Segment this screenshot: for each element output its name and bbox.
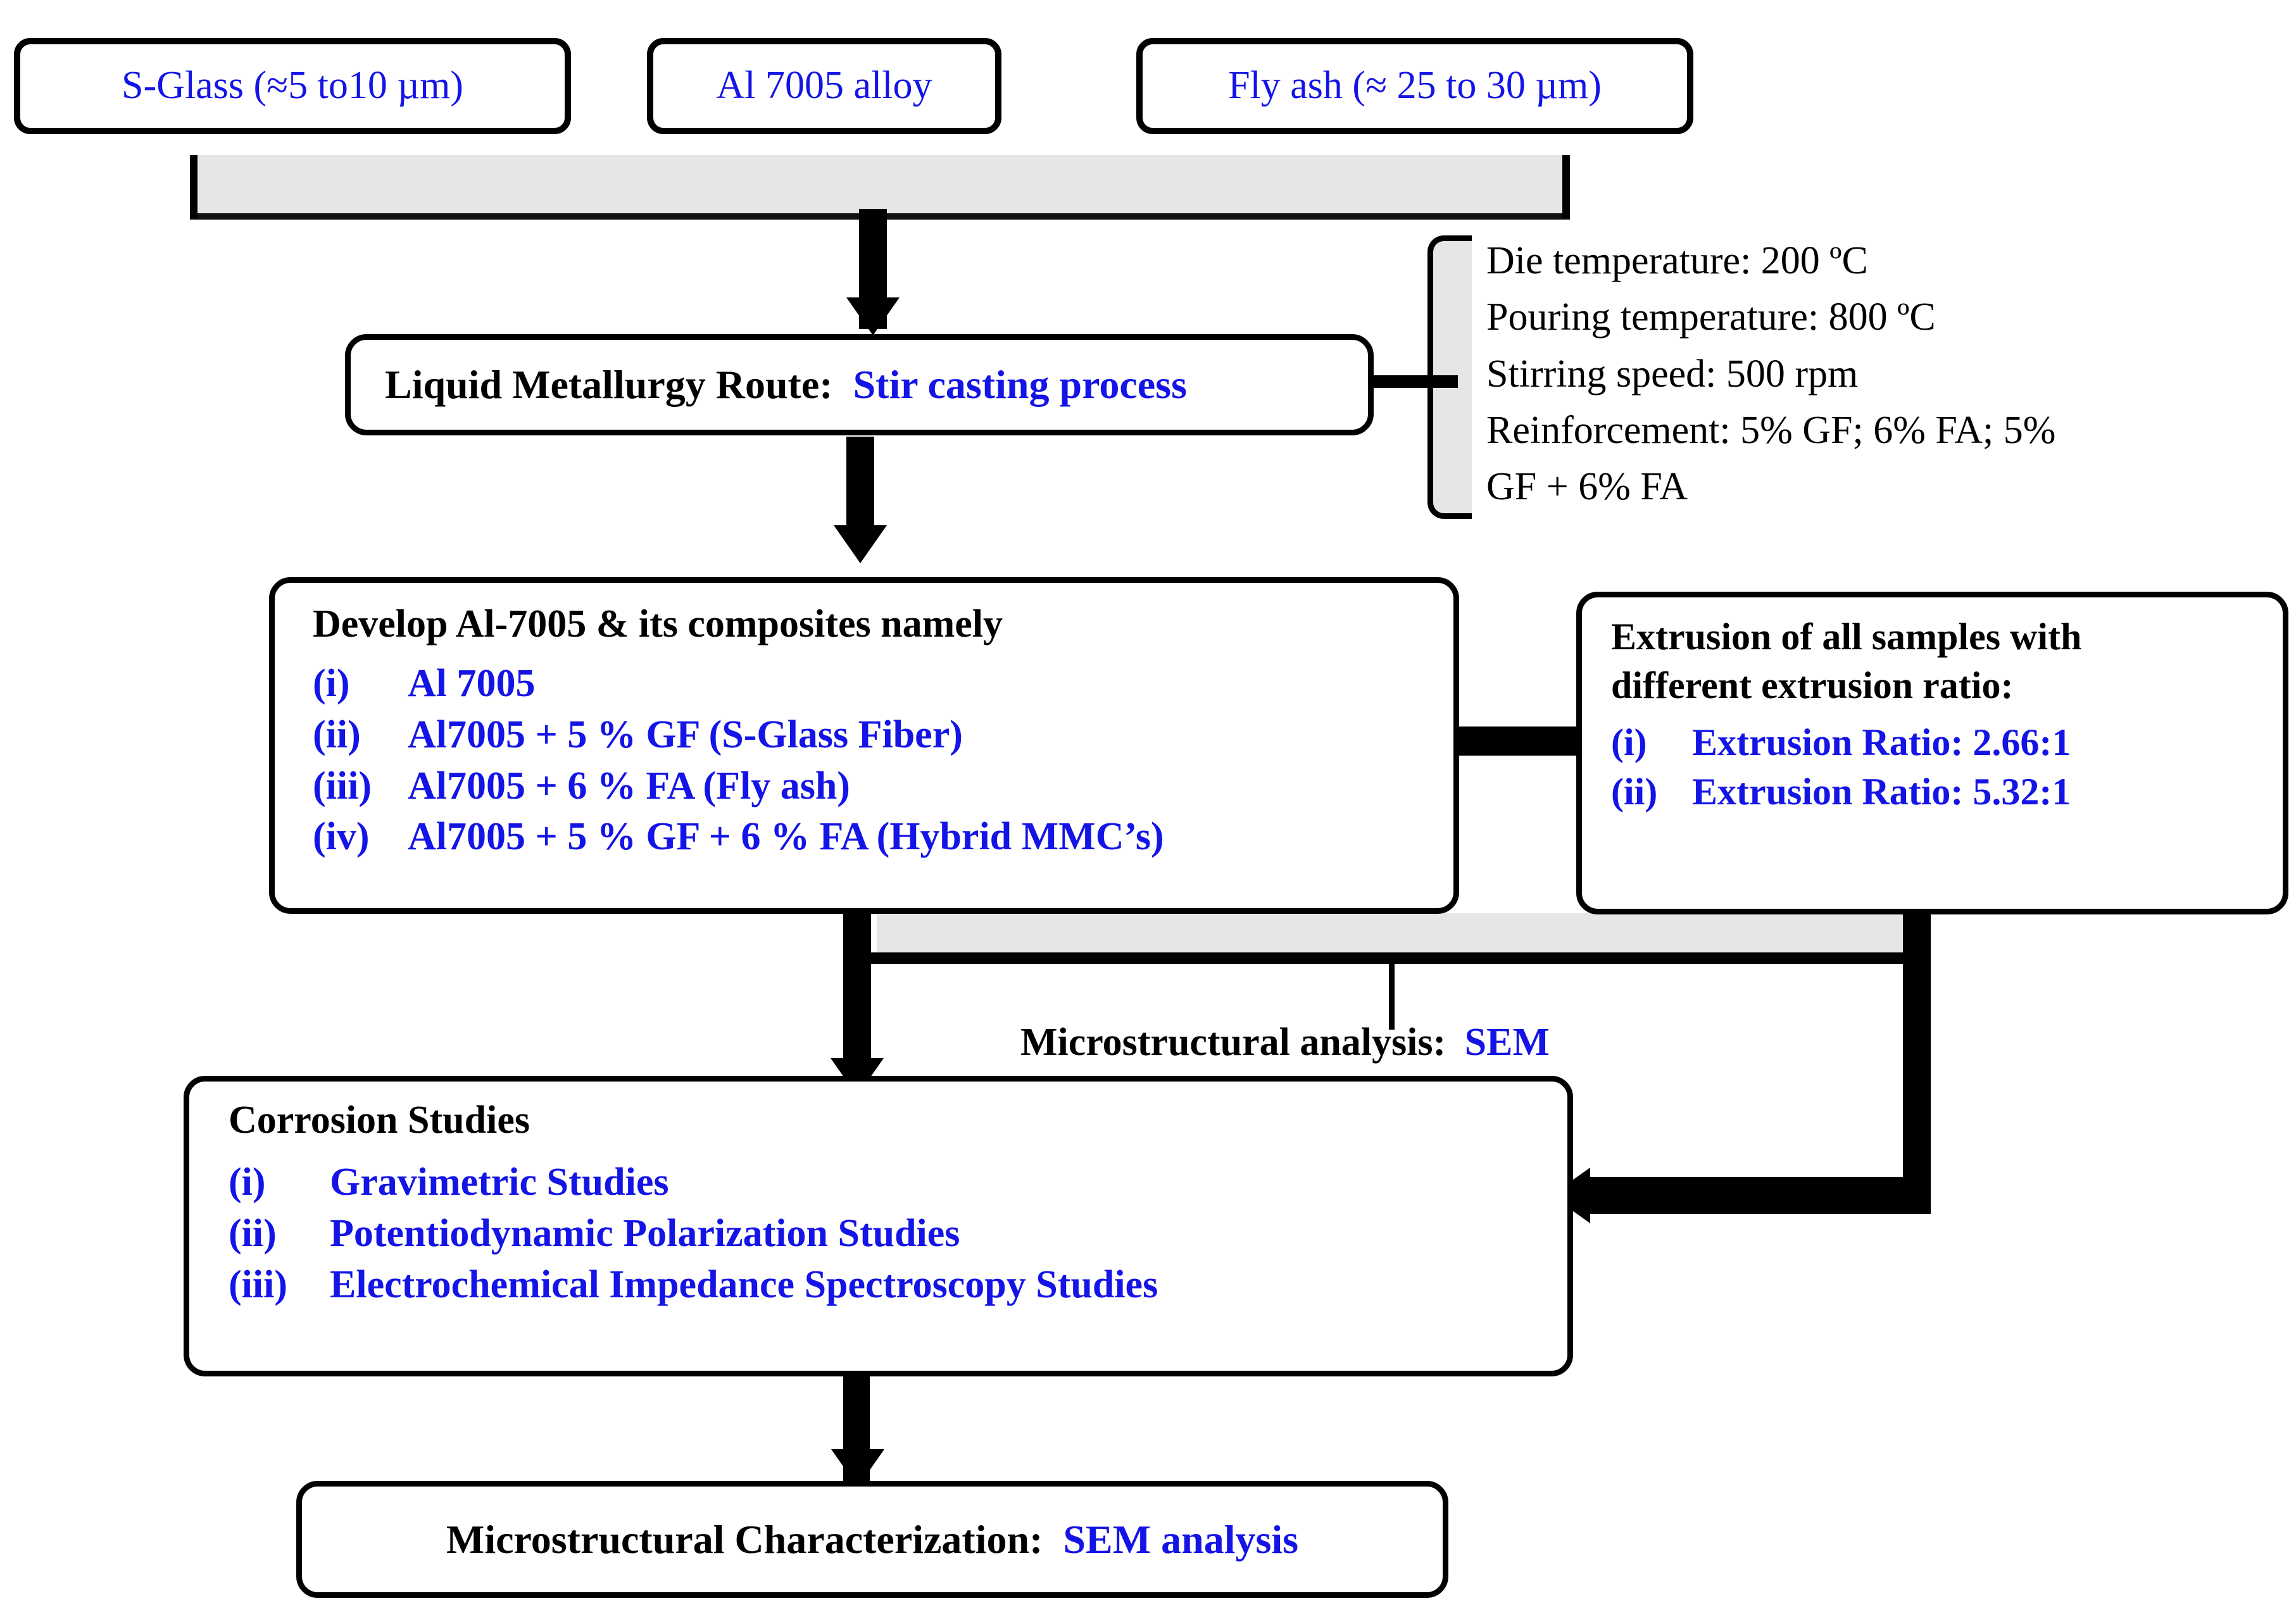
extrusion-item-index: (ii) bbox=[1611, 770, 1658, 813]
corrosion-studies-item: (i) Gravimetric Studies bbox=[229, 1157, 1567, 1208]
source-merge-bar-left-cap bbox=[190, 155, 198, 218]
liquid-metallurgy-prefix: Liquid Metallurgy Route: bbox=[385, 362, 833, 408]
microstructural-analysis-value: SEM bbox=[1464, 1021, 1550, 1064]
corrosion-item-index: (ii) bbox=[229, 1211, 277, 1255]
corrosion-studies-heading: Corrosion Studies bbox=[229, 1099, 530, 1142]
corrosion-item-text: Potentiodynamic Polarization Studies bbox=[330, 1211, 960, 1255]
source-box-fly-ash-label: Fly ash (≈ 25 to 30 µm) bbox=[1228, 64, 1602, 108]
extrusion-item-text: Extrusion Ratio: 2.66:1 bbox=[1692, 721, 2071, 763]
corrosion-item-index: (iii) bbox=[229, 1263, 287, 1306]
extrusion-return-vertical bbox=[1903, 913, 1931, 1192]
develop-composites-item: (i) Al 7005 bbox=[313, 658, 1453, 709]
source-box-al-7005-alloy[interactable]: Al 7005 alloy bbox=[647, 38, 1001, 134]
corrosion-item-text: Gravimetric Studies bbox=[330, 1161, 669, 1204]
extrusion-item-text: Extrusion Ratio: 5.32:1 bbox=[1692, 770, 2071, 813]
corrosion-item-index: (i) bbox=[229, 1161, 266, 1204]
develop-item-text: Al7005 + 6 % FA (Fly ash) bbox=[408, 764, 850, 808]
microstructural-analysis-label: Microstructural analysis: SEM bbox=[1020, 1020, 1550, 1065]
source-box-al-7005-alloy-label: Al 7005 alloy bbox=[716, 64, 932, 108]
develop-composites-item: (iii) Al7005 + 6 % FA (Fly ash) bbox=[313, 761, 1453, 812]
extrusion-heading-line-1: Extrusion of all samples with bbox=[1611, 616, 2082, 658]
corrosion-studies-item: (iii) Electrochemical Impedance Spectros… bbox=[229, 1259, 1567, 1311]
extrusion-return-horizontal bbox=[1589, 1177, 1931, 1214]
process-parameter-reinforcement: Reinforcement: 5% GF; 6% FA; 5% bbox=[1486, 408, 2056, 452]
process-parameter-pouring-temperature: Pouring temperature: 800 ºC bbox=[1486, 296, 1936, 339]
arrow-develop-to-extrusion-shaft bbox=[1453, 726, 1599, 756]
corrosion-studies-item: (ii) Potentiodynamic Polarization Studie… bbox=[229, 1208, 1567, 1259]
develop-item-index: (ii) bbox=[313, 713, 361, 756]
microstructural-characterization-prefix: Microstructural Characterization: bbox=[446, 1516, 1043, 1562]
develop-item-text: Al7005 + 5 % GF + 6 % FA (Hybrid MMC’s) bbox=[408, 815, 1164, 859]
extrusion-item: (i) Extrusion Ratio: 2.66:1 bbox=[1611, 718, 2283, 767]
develop-composites-heading: Develop Al-7005 & its composites namely bbox=[313, 602, 1003, 645]
develop-composites-item: (ii) Al7005 + 5 % GF (S-Glass Fiber) bbox=[313, 709, 1453, 761]
extrusion-heading-line-2: different extrusion ratio: bbox=[1611, 664, 2014, 706]
extrusion-item-index: (i) bbox=[1611, 721, 1647, 763]
source-box-s-glass[interactable]: S-Glass (≈5 to10 µm) bbox=[14, 38, 571, 134]
corrosion-item-text: Electrochemical Impedance Spectroscopy S… bbox=[330, 1263, 1158, 1306]
develop-item-index: (i) bbox=[313, 662, 350, 706]
extrusion-box[interactable]: Extrusion of all samples with different … bbox=[1576, 592, 2288, 914]
liquid-metallurgy-box[interactable]: Liquid Metallurgy Route: Stir casting pr… bbox=[345, 334, 1374, 435]
develop-composites-box[interactable]: Develop Al-7005 & its composites namely … bbox=[269, 577, 1459, 914]
process-parameter-reinforcement-cont: GF + 6% FA bbox=[1486, 465, 1688, 509]
develop-composites-item: (iv) Al7005 + 5 % GF + 6 % FA (Hybrid MM… bbox=[313, 811, 1453, 863]
arrow-sources-to-liquid-metallurgy-head bbox=[846, 297, 900, 335]
process-parameter-die-temperature: Die temperature: 200 ºC bbox=[1486, 239, 1868, 282]
corrosion-studies-box[interactable]: Corrosion Studies (i) Gravimetric Studie… bbox=[184, 1076, 1573, 1376]
microstructural-analysis-tick bbox=[1389, 952, 1395, 1030]
source-merge-bar-right-cap bbox=[1562, 155, 1570, 218]
develop-extrusion-merge-bar-underline bbox=[843, 952, 1931, 964]
develop-item-index: (iii) bbox=[313, 764, 372, 808]
source-merge-bar bbox=[190, 155, 1570, 213]
develop-item-text: Al 7005 bbox=[408, 662, 536, 706]
process-parameters-list: Die temperature: 200 ºC Pouring temperat… bbox=[1486, 233, 2290, 515]
arrow-liquid-to-develop-head bbox=[834, 525, 887, 563]
develop-extrusion-merge-bar bbox=[877, 913, 1931, 956]
extrusion-item: (ii) Extrusion Ratio: 5.32:1 bbox=[1611, 767, 2283, 816]
develop-item-index: (iv) bbox=[313, 815, 370, 859]
microstructural-analysis-prefix: Microstructural analysis: bbox=[1020, 1021, 1446, 1064]
source-box-s-glass-label: S-Glass (≈5 to10 µm) bbox=[122, 64, 463, 108]
liquid-metallurgy-to-parameters-stub bbox=[1369, 375, 1458, 388]
liquid-metallurgy-value: Stir casting process bbox=[853, 362, 1187, 408]
microstructural-characterization-box[interactable]: Microstructural Characterization: SEM an… bbox=[296, 1481, 1448, 1598]
develop-item-text: Al7005 + 5 % GF (S-Glass Fiber) bbox=[408, 713, 963, 756]
process-parameter-stirring-speed: Stirring speed: 500 rpm bbox=[1486, 352, 1859, 396]
arrow-liquid-to-develop-shaft bbox=[846, 437, 874, 535]
microstructural-characterization-value: SEM analysis bbox=[1063, 1516, 1299, 1562]
source-box-fly-ash[interactable]: Fly ash (≈ 25 to 30 µm) bbox=[1136, 38, 1693, 134]
